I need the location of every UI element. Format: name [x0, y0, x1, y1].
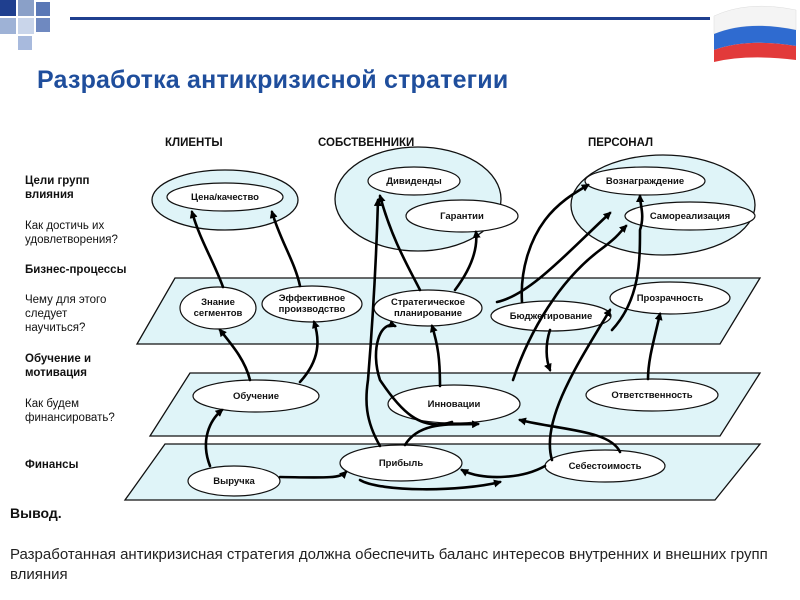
side-label-business-question: Чему для этого следует научиться?: [25, 294, 107, 334]
column-header-owners: СОБСТВЕННИКИ: [318, 137, 415, 149]
node-label: Вознаграждение: [605, 176, 685, 187]
column-header-staff: ПЕРСОНАЛ: [588, 137, 654, 149]
side-label-finance: Финансы: [25, 459, 79, 471]
side-label-goals-question: Как достичь их удовлетворения?: [25, 220, 118, 246]
node-training: [192, 379, 320, 413]
conclusion-text: Разработанная антикризисная стратегия до…: [10, 546, 768, 583]
arrow: [403, 420, 480, 447]
node-responsibility: [585, 378, 719, 412]
arrow: [269, 210, 302, 288]
decor-square: [0, 0, 16, 16]
decor-square: [18, 0, 34, 16]
arrow: [374, 320, 454, 426]
node-label: Стратегическое планирование: [390, 297, 465, 319]
arrow: [365, 198, 382, 448]
node-label: Цена/качество: [191, 192, 259, 203]
node-self-realization: [624, 201, 756, 231]
arrow: [218, 328, 252, 382]
arrow: [460, 464, 547, 479]
node-label: Выручка: [213, 476, 255, 487]
arrow: [204, 408, 224, 468]
side-label-learning: Обучение и мотивация: [25, 353, 92, 379]
arrow: [429, 324, 442, 388]
arrow: [453, 230, 481, 292]
node-label: Обучение: [232, 391, 280, 402]
side-label-learning-question: Как будем финансировать?: [25, 398, 115, 424]
side-label-goals: Цели групп влияния: [25, 175, 90, 201]
node-label: Инновации: [427, 399, 481, 410]
node-label: Дивиденды: [386, 176, 442, 187]
node-label: Знание сегментов: [193, 297, 243, 319]
node-segments: [179, 286, 257, 330]
node-label: Самореализация: [649, 211, 731, 222]
node-label: Ответственность: [611, 390, 693, 401]
node-dividends: [367, 166, 461, 196]
arrow: [278, 470, 348, 480]
arrow: [298, 320, 320, 384]
arrow: [520, 183, 590, 304]
decor-square: [18, 36, 32, 50]
node-price-quality: [166, 182, 284, 212]
side-label-business: Бизнес-процессы: [25, 264, 127, 276]
arrow: [495, 211, 612, 304]
node-label: Бюджетирование: [509, 311, 593, 322]
arrow: [511, 224, 628, 382]
header-rule: [70, 17, 710, 20]
node-reward: [584, 166, 706, 196]
node-label: Эффективное производство: [278, 293, 346, 315]
node-innovation: [387, 384, 521, 424]
node-guarantees: [405, 199, 519, 233]
arrow: [189, 210, 225, 289]
node-label: Прозрачность: [636, 293, 704, 304]
node-transparency: [609, 281, 731, 315]
arrow: [548, 308, 612, 462]
node-label: Себестоимость: [568, 461, 642, 472]
decor-square: [0, 18, 16, 34]
russian-flag-icon: [713, 5, 797, 62]
conclusion-heading: Вывод.: [10, 505, 62, 521]
node-revenue: [187, 465, 281, 497]
arrow: [518, 417, 622, 454]
decor-square: [36, 2, 50, 16]
node-label: Прибыль: [378, 458, 424, 469]
node-label: Гарантии: [440, 211, 484, 222]
arrow: [358, 478, 502, 491]
node-profit: [339, 444, 463, 482]
arrow: [646, 312, 663, 381]
decor-square: [18, 18, 34, 34]
column-header-clients: КЛИЕНТЫ: [165, 137, 223, 149]
arrow: [544, 328, 552, 372]
node-effective: [261, 285, 363, 323]
decor-square: [36, 18, 50, 32]
page-title: Разработка антикризисной стратегии: [37, 66, 509, 94]
arrow: [377, 194, 422, 292]
arrow: [610, 194, 645, 332]
